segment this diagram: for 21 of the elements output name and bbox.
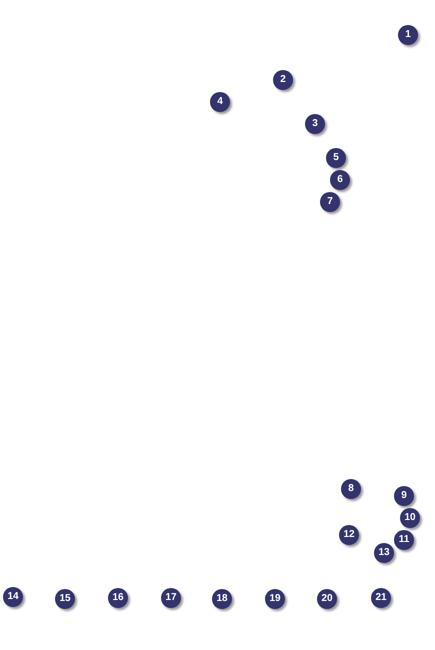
callout-number: 16 — [108, 588, 128, 608]
callout-number: 9 — [394, 486, 414, 506]
callout-number: 21 — [371, 588, 391, 608]
callout-number: 8 — [341, 479, 361, 499]
callout-number: 2 — [273, 70, 293, 90]
callout-number: 1 — [398, 25, 418, 45]
callout-number: 18 — [212, 589, 232, 609]
callout-number: 12 — [339, 525, 359, 545]
callout-number: 20 — [317, 589, 337, 609]
callout-number: 15 — [55, 589, 75, 609]
callout-number: 4 — [210, 92, 230, 112]
callout-number: 7 — [320, 192, 340, 212]
callout-number: 13 — [374, 543, 394, 563]
callout-number: 6 — [330, 170, 350, 190]
callout-number: 19 — [265, 589, 285, 609]
callout-number: 5 — [326, 148, 346, 168]
callout-number: 3 — [305, 114, 325, 134]
callout-number: 11 — [394, 530, 414, 550]
callout-number: 17 — [161, 588, 181, 608]
callout-number: 14 — [3, 587, 23, 607]
callout-number: 10 — [400, 508, 420, 528]
